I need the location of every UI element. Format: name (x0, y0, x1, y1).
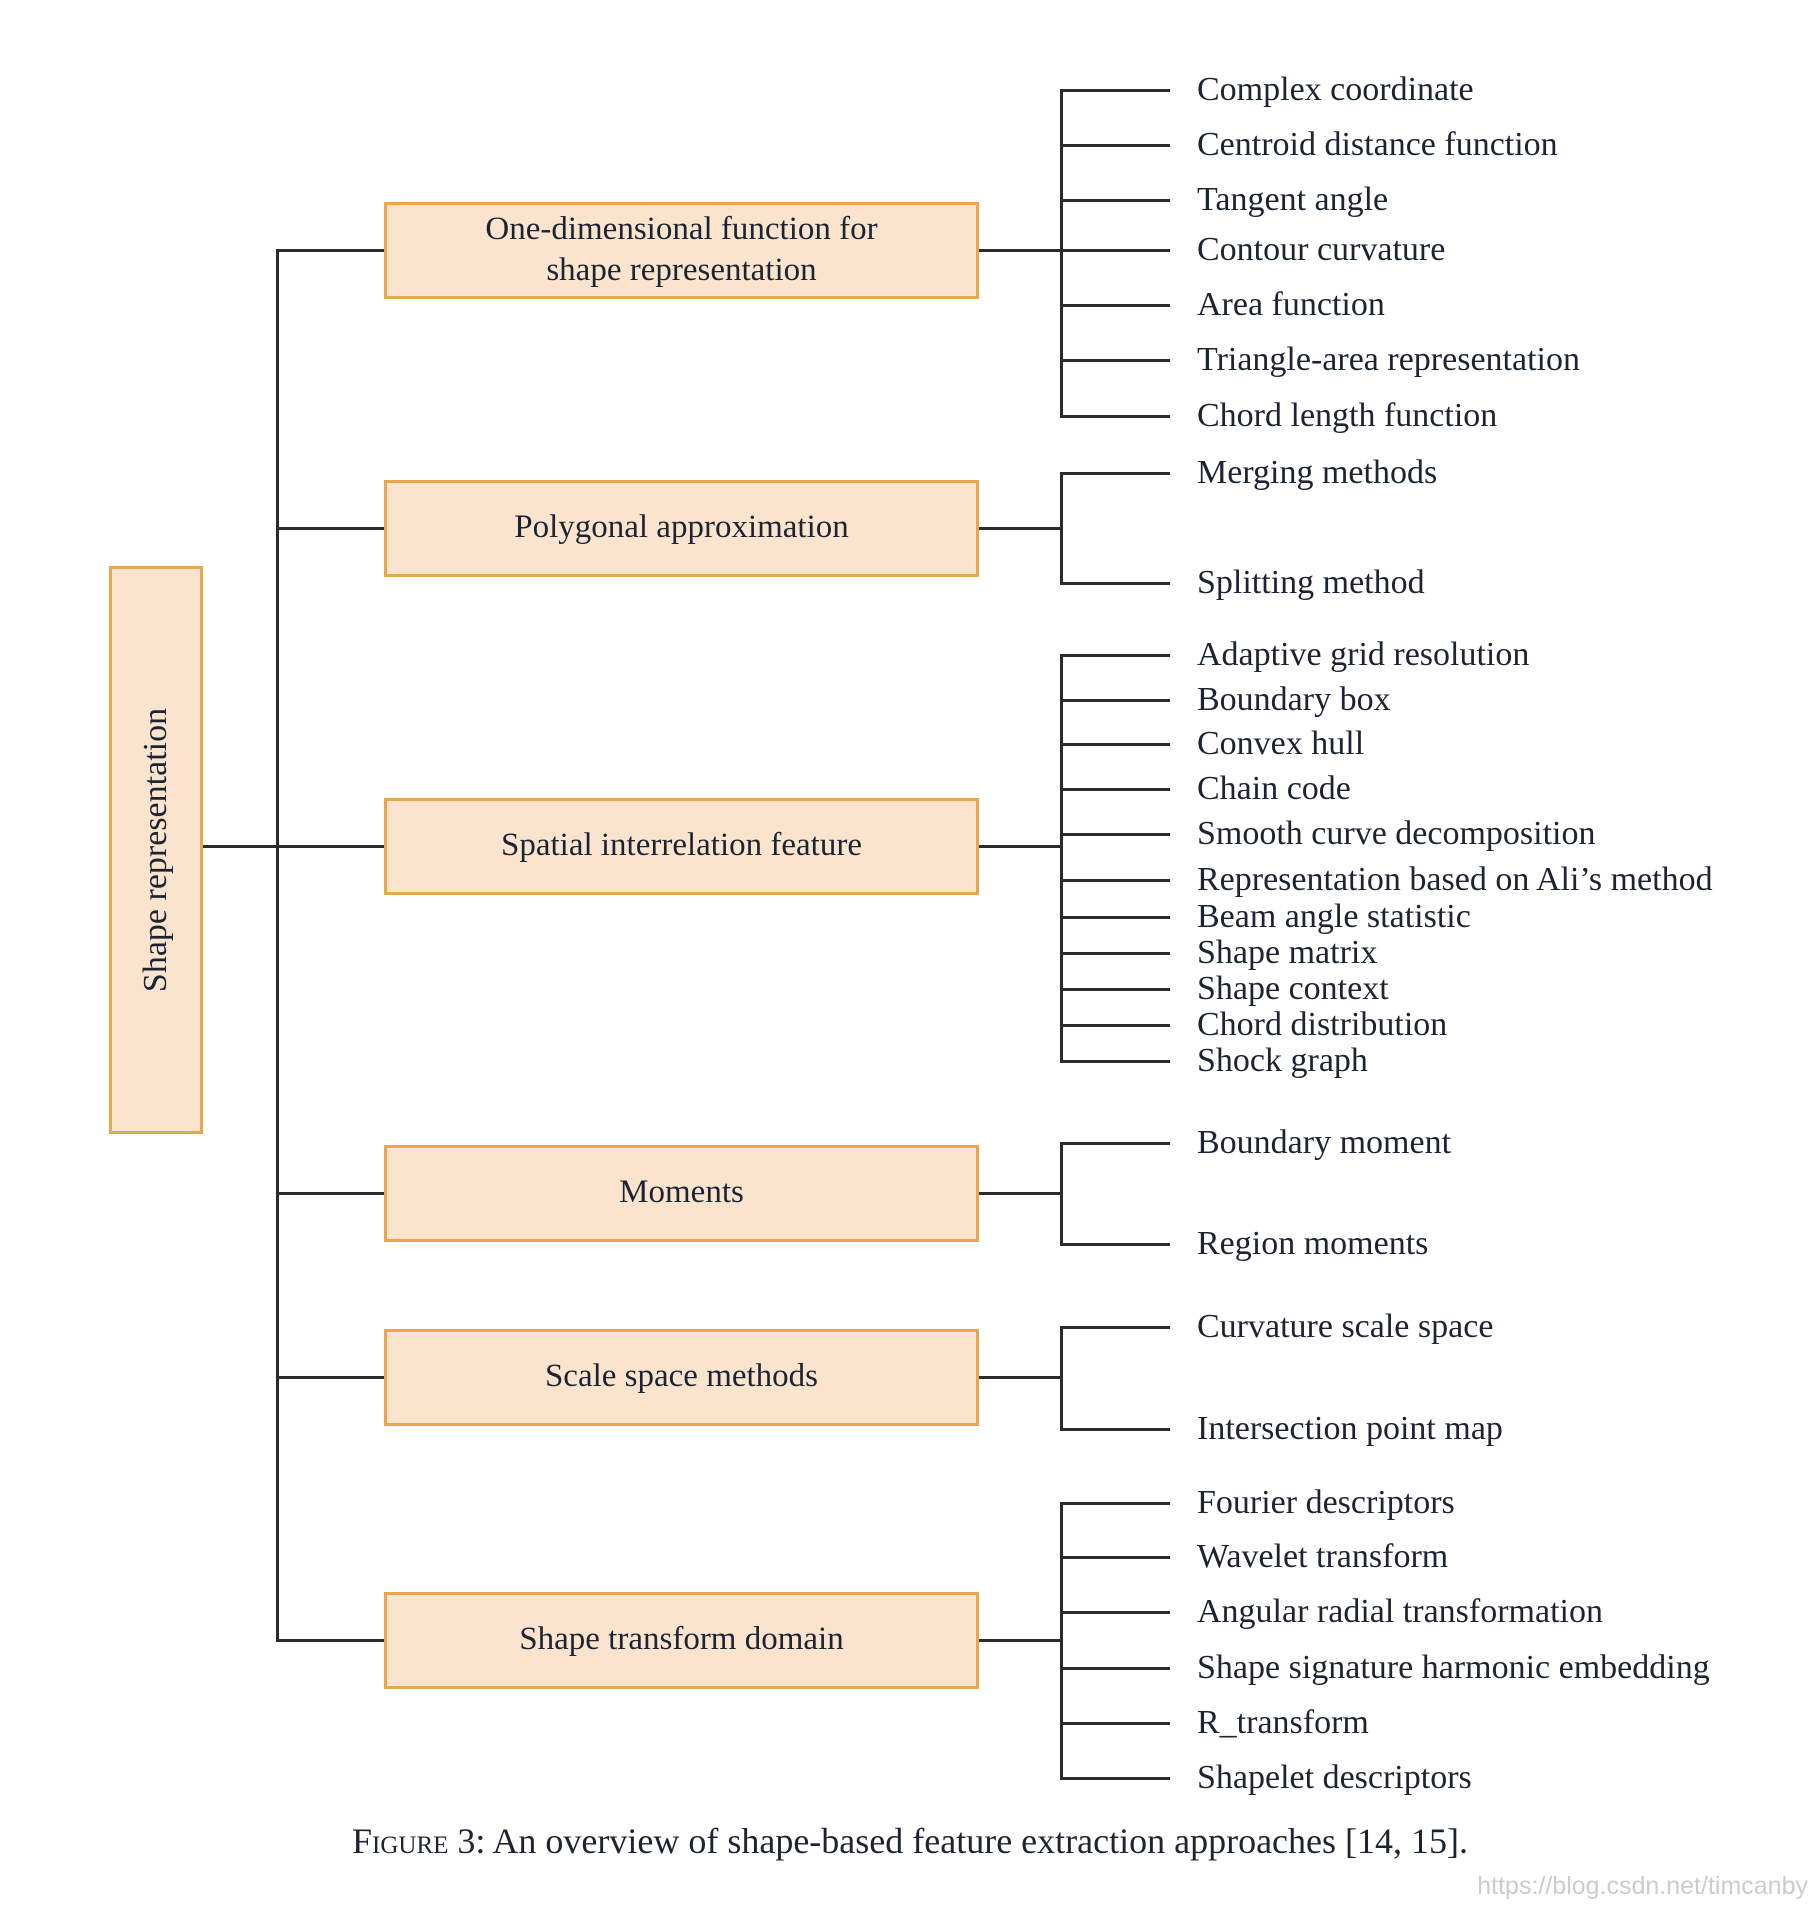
leaf-label: Region moments (1197, 1225, 1429, 1262)
leaf-line (1061, 1721, 1170, 1725)
leaf-line (1061, 581, 1170, 585)
leaf-label: Contour curvature (1197, 231, 1446, 268)
box-connector-line (979, 844, 1061, 848)
leaf-line (1061, 787, 1170, 791)
leaf-line (1061, 1776, 1170, 1780)
leaf-label: Complex coordinate (1197, 71, 1474, 108)
figure-caption: Figure 3: An overview of shape-based fea… (0, 1820, 1820, 1863)
box-connector-line (979, 248, 1061, 252)
box-connector-line (979, 526, 1061, 530)
leaf-label: Convex hull (1197, 725, 1365, 762)
leaf-label: Smooth curve decomposition (1197, 815, 1596, 852)
figure-caption-prefix: Figure 3: (351, 1821, 486, 1861)
leaf-label: Beam angle statistic (1197, 898, 1471, 935)
leaf-line (1061, 198, 1170, 202)
leaf-spine-line (1059, 88, 1063, 418)
leaf-line (1061, 1242, 1170, 1246)
leaf-line (1061, 987, 1170, 991)
leaf-label: Shape matrix (1197, 934, 1378, 971)
box-connector-line (979, 1375, 1061, 1379)
leaf-line (1061, 88, 1170, 92)
leaf-label: Representation based on Ali’s method (1197, 861, 1713, 898)
leaf-line (1061, 1023, 1170, 1027)
category-box: Scale space methods (384, 1328, 979, 1426)
leaf-label: Splitting method (1197, 564, 1425, 601)
leaf-label: Tangent angle (1197, 181, 1389, 218)
branch-line (277, 1638, 384, 1642)
branch-line (277, 248, 384, 252)
leaf-line (1061, 471, 1170, 475)
leaf-label: Chord distribution (1197, 1006, 1448, 1043)
branch-line (277, 844, 384, 848)
category-label: Scale space methods (544, 1358, 819, 1395)
category-label: One-dimensional function for (485, 210, 878, 247)
trunk-line (275, 248, 279, 1642)
leaf-line (1061, 1501, 1170, 1505)
leaf-line (1061, 951, 1170, 955)
leaf-line (1061, 143, 1170, 147)
leaf-line (1061, 1666, 1170, 1670)
root-box (109, 566, 203, 1134)
leaf-line (1061, 1059, 1170, 1063)
leaf-label: Triangle-area representation (1197, 341, 1580, 378)
leaf-label: Merging methods (1197, 454, 1438, 491)
branch-line (277, 1375, 384, 1379)
leaf-spine-line (1059, 1501, 1063, 1780)
branch-line (277, 1191, 384, 1195)
leaf-line (1061, 303, 1170, 307)
leaf-line (1061, 878, 1170, 882)
leaf-line (1061, 742, 1170, 746)
leaf-label: Centroid distance function (1197, 126, 1558, 163)
leaf-label: Boundary box (1197, 681, 1391, 718)
category-box: Shape transform domain (384, 1591, 979, 1689)
leaf-line (1061, 248, 1170, 252)
leaf-spine-line (1059, 471, 1063, 585)
leaf-line (1061, 832, 1170, 836)
leaf-line (1061, 653, 1170, 657)
watermark-url: https://blog.csdn.net/timcanby (1477, 1872, 1808, 1900)
leaf-line (1061, 1141, 1170, 1145)
leaf-label: R_transform (1197, 1704, 1369, 1741)
category-label: Spatial interrelation feature (500, 827, 862, 864)
leaf-spine-line (1059, 1325, 1063, 1431)
category-label: Moments (619, 1174, 744, 1211)
leaf-line (1061, 1610, 1170, 1614)
leaf-label: Shape context (1197, 970, 1389, 1007)
leaf-label: Shapelet descriptors (1197, 1759, 1472, 1796)
leaf-spine-line (1059, 1141, 1063, 1246)
leaf-line (1061, 1325, 1170, 1329)
category-label: Shape transform domain (519, 1621, 844, 1658)
leaf-line (1061, 358, 1170, 362)
leaf-line (1061, 1555, 1170, 1559)
leaf-label: Wavelet transform (1197, 1538, 1449, 1575)
branch-line (277, 526, 384, 530)
leaf-line (1061, 698, 1170, 702)
leaf-label: Area function (1197, 286, 1385, 323)
figure-caption-text: An overview of shape-based feature extra… (485, 1821, 1468, 1861)
leaf-label: Shock graph (1197, 1042, 1368, 1079)
root-label: Shape representation (137, 707, 174, 993)
category-box: Moments (384, 1144, 979, 1242)
category-label: shape representation (546, 252, 817, 288)
leaf-label: Intersection point map (1197, 1410, 1503, 1447)
leaf-line (1061, 1427, 1170, 1431)
leaf-label: Chain code (1197, 770, 1351, 807)
category-box: Polygonal approximation (384, 479, 979, 577)
category-box: One-dimensional function for shape repres… (384, 201, 979, 299)
category-label: Polygonal approximation (514, 509, 849, 546)
leaf-label: Curvature scale space (1197, 1308, 1494, 1345)
leaf-label: Boundary moment (1197, 1124, 1452, 1161)
box-connector-line (979, 1638, 1061, 1642)
leaf-line (1061, 915, 1170, 919)
leaf-label: Shape signature harmonic embedding (1197, 1649, 1710, 1686)
box-connector-line (979, 1191, 1061, 1195)
leaf-label: Adaptive grid resolution (1197, 636, 1530, 673)
leaf-spine-line (1059, 653, 1063, 1063)
leaf-label: Fourier descriptors (1197, 1484, 1455, 1521)
leaf-label: Chord length function (1197, 397, 1498, 434)
root-connector-line (203, 844, 277, 848)
category-box: Spatial interrelation feature (384, 797, 979, 895)
leaf-line (1061, 414, 1170, 418)
leaf-label: Angular radial transformation (1197, 1593, 1603, 1630)
